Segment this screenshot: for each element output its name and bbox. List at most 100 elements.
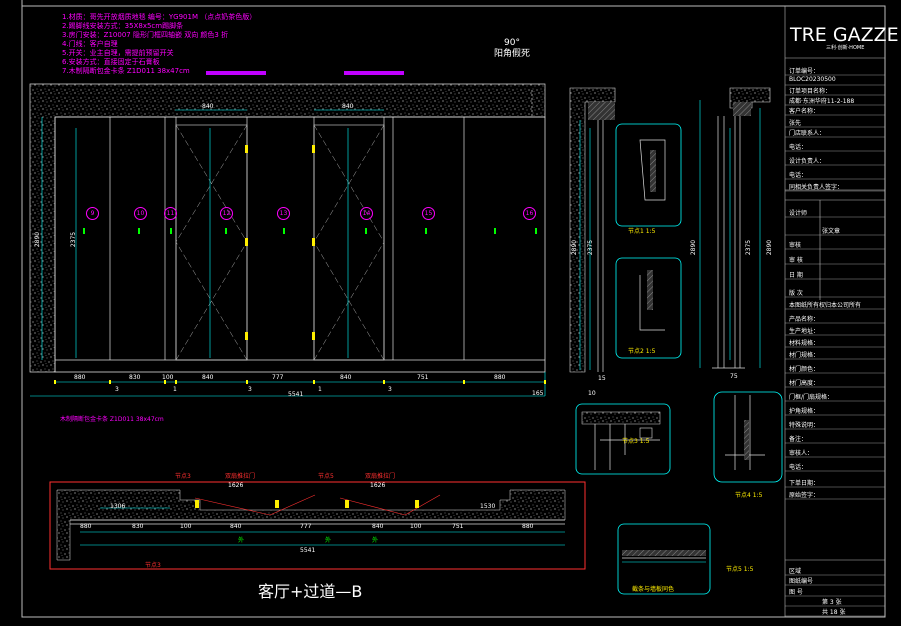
title-block-field: BLOC20230500 bbox=[789, 76, 836, 83]
title-block-field: 共 18 张 bbox=[822, 609, 846, 616]
note-line: 3.房门安装：Z10007 隐形门框四轴嵌 双向 颜色3 折 bbox=[62, 31, 229, 39]
corner-note: 90° 阳角假死 bbox=[494, 38, 531, 59]
dimension-label: 165 bbox=[532, 390, 544, 397]
section-label: 节点5 1:5 bbox=[726, 566, 754, 573]
title-block-field: 设计负责人： bbox=[789, 158, 826, 165]
dimension-label: 880 bbox=[74, 374, 86, 381]
note-line: 7.木制隔断包金卡条 Z1D011 38x47cm bbox=[62, 67, 190, 75]
title-block-field: 材料规格： bbox=[789, 340, 820, 347]
dimension-label: 840 bbox=[342, 103, 354, 110]
elevation-bubble: 15 bbox=[422, 207, 435, 220]
total-dimension: 5541 bbox=[288, 391, 304, 398]
section-dimension: 15 bbox=[598, 375, 606, 382]
bottom-note: 木制隔断包金卡条 Z1D011 38x47cm bbox=[60, 416, 164, 423]
height-dimension: 2890 bbox=[34, 231, 42, 248]
title-block-field: 护角规格： bbox=[789, 408, 820, 415]
title-block-field: 订单项目名称： bbox=[789, 88, 832, 95]
brand-subtitle: 三利·创新·HOME bbox=[826, 45, 865, 51]
section-label: 截条与墙板同色 bbox=[632, 586, 675, 593]
title-block-field: 电话： bbox=[789, 144, 808, 151]
section-height: 2890 bbox=[766, 239, 774, 256]
dimension-label: 3 bbox=[115, 386, 119, 393]
section-height: 2890 bbox=[571, 239, 579, 256]
plan-dimension: 880 bbox=[522, 523, 534, 530]
title-block-field: 本图纸所有权归本公司所有 bbox=[789, 302, 862, 309]
dimension-label: 3 bbox=[248, 386, 252, 393]
elevation-bubble: 11 bbox=[164, 207, 177, 220]
section-height: 2375 bbox=[587, 239, 595, 256]
title-block-field: 成都·东洲华府11-2-188 bbox=[789, 98, 855, 105]
note-line: 1.材质：哥先开放烟质地毯 编号：YG901M （点点奶茶色版） bbox=[62, 13, 257, 21]
title-block-field: 订单编号： bbox=[789, 68, 820, 75]
title-block-field: 电话： bbox=[789, 464, 808, 471]
dimension-ticks bbox=[54, 380, 546, 384]
plan-label: 双扇推拉门 bbox=[225, 473, 256, 480]
title-block-field: 材门规格： bbox=[789, 352, 820, 359]
side-section-1 bbox=[569, 87, 682, 373]
title-block-field: 图纸编号 bbox=[789, 578, 814, 585]
title-block-field: 审核人： bbox=[789, 450, 814, 457]
note-line: 2.踢脚线安装方式：35X8x5cm踢脚条 bbox=[62, 22, 184, 30]
plan-dimension: 880 bbox=[80, 523, 92, 530]
plan-dimension: 1626 bbox=[228, 482, 244, 489]
dimension-label: 3 bbox=[388, 386, 392, 393]
title-block-field: 版 次 bbox=[789, 290, 803, 297]
dimension-label: 830 bbox=[129, 374, 141, 381]
title-block-field: 下单日期： bbox=[789, 480, 820, 487]
note-line: 6.安装方式：直接固定于石膏板 bbox=[62, 58, 160, 66]
plan-dimension: 830 bbox=[132, 523, 144, 530]
section-height: 2375 bbox=[745, 239, 753, 256]
title-block-field: 特殊说明： bbox=[789, 422, 820, 429]
plan-dimension: 777 bbox=[300, 523, 312, 530]
title-block-field: 电话： bbox=[789, 172, 808, 179]
plan-direction: 外 bbox=[372, 537, 379, 544]
title-block-field: 产品名称： bbox=[789, 316, 820, 323]
section-label: 节点4 1:5 bbox=[735, 492, 763, 499]
plan-label: 双扇推拉门 bbox=[365, 473, 396, 480]
title-block-grid bbox=[784, 6, 885, 617]
title-block-field: 区域 bbox=[789, 568, 802, 575]
elevation-bubble: 12 bbox=[220, 207, 233, 220]
drawing-frame bbox=[21, 5, 886, 618]
plan-dimension: 100 bbox=[180, 523, 192, 530]
title-block-field: 原始签字： bbox=[789, 492, 820, 499]
title-block-field: 备注： bbox=[789, 436, 808, 443]
height-dimension: 2375 bbox=[70, 231, 78, 248]
elevation-bubble: 14 bbox=[360, 207, 373, 220]
title-block-field: 材门高度： bbox=[789, 380, 820, 387]
plan-dimension: 1306 bbox=[110, 503, 126, 510]
plan-direction: 外 bbox=[325, 537, 332, 544]
title-block-field: 设计师 bbox=[789, 210, 808, 217]
elevation-bubble: 16 bbox=[523, 207, 536, 220]
brand-logo: TRE GAZZE bbox=[790, 24, 899, 46]
section-label: 节点2 1:5 bbox=[628, 348, 656, 355]
section-dimension: 10 bbox=[588, 390, 596, 397]
plan-dimension: 100 bbox=[410, 523, 422, 530]
dimension-label: 100 bbox=[162, 374, 174, 381]
dimension-label: 1 bbox=[173, 386, 177, 393]
title-block-field: 同相关负责人签字： bbox=[789, 184, 844, 191]
plan-total: 5541 bbox=[300, 547, 316, 554]
title-block-field: 审核 bbox=[789, 242, 802, 249]
dimension-label: 751 bbox=[417, 374, 429, 381]
title-block-field: 张先 bbox=[789, 120, 802, 127]
title-block-field: 材门颜色： bbox=[789, 366, 820, 373]
plan-direction: 外 bbox=[238, 537, 245, 544]
plan-dimension: 1530 bbox=[480, 503, 496, 510]
section-label: 节点1 1:5 bbox=[628, 228, 656, 235]
plan-dimension: 751 bbox=[452, 523, 464, 530]
elevation-bubble: 10 bbox=[134, 207, 147, 220]
dimension-label: 840 bbox=[202, 103, 214, 110]
title-block-field: 门框/门扇规格： bbox=[789, 394, 834, 401]
dimension-label: 1 bbox=[318, 386, 322, 393]
title-block-field: 客户名称： bbox=[789, 108, 820, 115]
title-block-field: 日 期 bbox=[789, 272, 803, 279]
node-detail-5 bbox=[617, 523, 711, 595]
plan-dimension: 840 bbox=[230, 523, 242, 530]
note-line: 4.门线：客户自理 bbox=[62, 40, 118, 48]
title-block-field: 图 号 bbox=[789, 589, 803, 596]
side-section-2 bbox=[699, 87, 783, 483]
section-label: 节点3 1:5 bbox=[622, 438, 650, 445]
